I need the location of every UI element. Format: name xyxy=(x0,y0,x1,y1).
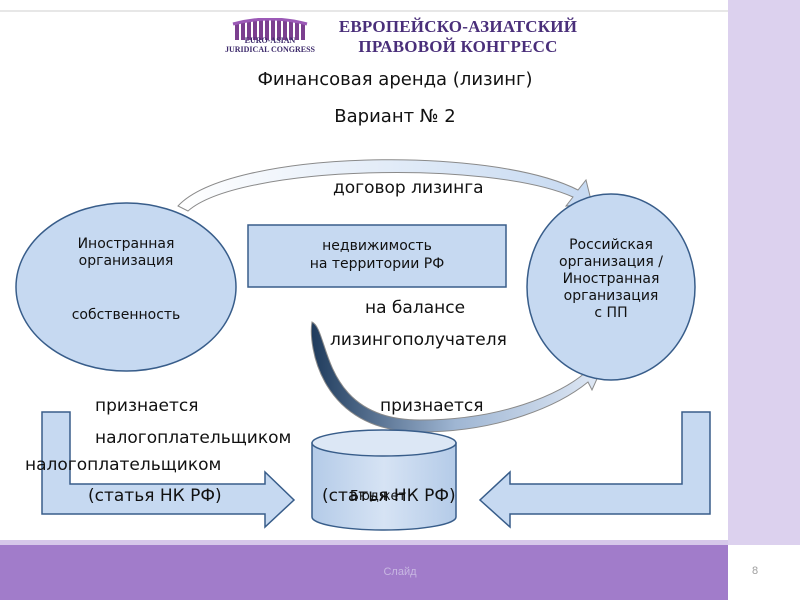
right-org-text: Российская организация / Иностранная орг… xyxy=(531,237,691,322)
slide-number: 8 xyxy=(751,565,759,577)
left-recognized-label: признается xyxy=(95,396,199,416)
right-bar-footer xyxy=(728,545,800,600)
left-org-line2: организация xyxy=(78,253,174,269)
congress-name: ЕВРОПЕЙСКО-АЗИАТСКИЙ ПРАВОВОЙ КОНГРЕСС xyxy=(318,17,598,57)
property-box xyxy=(247,224,507,288)
right-article-label: (статья НК РФ) xyxy=(322,486,456,506)
right-tax-arrow xyxy=(478,411,711,529)
footer-strip xyxy=(0,540,728,545)
budget-label: Бюджет xyxy=(350,489,407,504)
budget-cylinder xyxy=(311,442,457,531)
logo-caption-line1: EURO-ASIAN xyxy=(244,36,296,45)
left-org-line1: Иностранная xyxy=(77,236,175,252)
right-recognized-label: признается xyxy=(380,396,484,416)
balance-label-line2: лизингополучателя xyxy=(330,330,507,350)
slide-title: Финансовая аренда (лизинг) xyxy=(257,69,533,90)
left-taxpayer-label-2: налогоплательщиком xyxy=(25,455,222,475)
left-article-label: (статья НК РФ) xyxy=(88,486,222,506)
left-tax-arrow xyxy=(41,411,296,529)
property-line2: на территории РФ xyxy=(309,256,445,272)
left-organization-circle xyxy=(15,202,237,372)
budget-cylinder-top xyxy=(311,429,457,457)
right-org-line4: организация xyxy=(563,288,659,304)
right-org-line5: с ПП xyxy=(594,305,628,321)
right-org-line1: Российская xyxy=(569,237,653,253)
congress-name-line1: ЕВРОПЕЙСКО-АЗИАТСКИЙ xyxy=(338,17,578,36)
right-org-line2: организация / xyxy=(559,254,663,270)
left-org-ownership: собственность xyxy=(71,307,181,323)
right-side-bar xyxy=(728,0,800,600)
left-org-text: Иностранная организация xyxy=(36,236,216,270)
congress-name-line2: ПРАВОВОЙ КОНГРЕСС xyxy=(358,37,558,56)
congress-logo-icon xyxy=(232,18,308,40)
right-organization-circle xyxy=(526,193,696,381)
property-line1: недвижимость xyxy=(322,238,432,254)
left-taxpayer-label-1: налогоплательщиком xyxy=(95,428,292,448)
slide-subtitle: Вариант № 2 xyxy=(334,106,456,127)
property-box-text: недвижимость на территории РФ xyxy=(248,237,506,273)
balance-label-line1: на балансе xyxy=(365,298,466,318)
right-org-line3: Иностранная xyxy=(562,271,660,287)
header-divider xyxy=(0,10,728,12)
contract-label: договор лизинга xyxy=(333,178,484,198)
footer-bar xyxy=(0,545,728,600)
logo-caption: EURO-ASIAN JURIDICAL CONGRESS xyxy=(214,36,326,54)
footer-text: Слайд xyxy=(383,566,417,578)
logo-caption-line2: JURIDICAL CONGRESS xyxy=(224,45,316,54)
